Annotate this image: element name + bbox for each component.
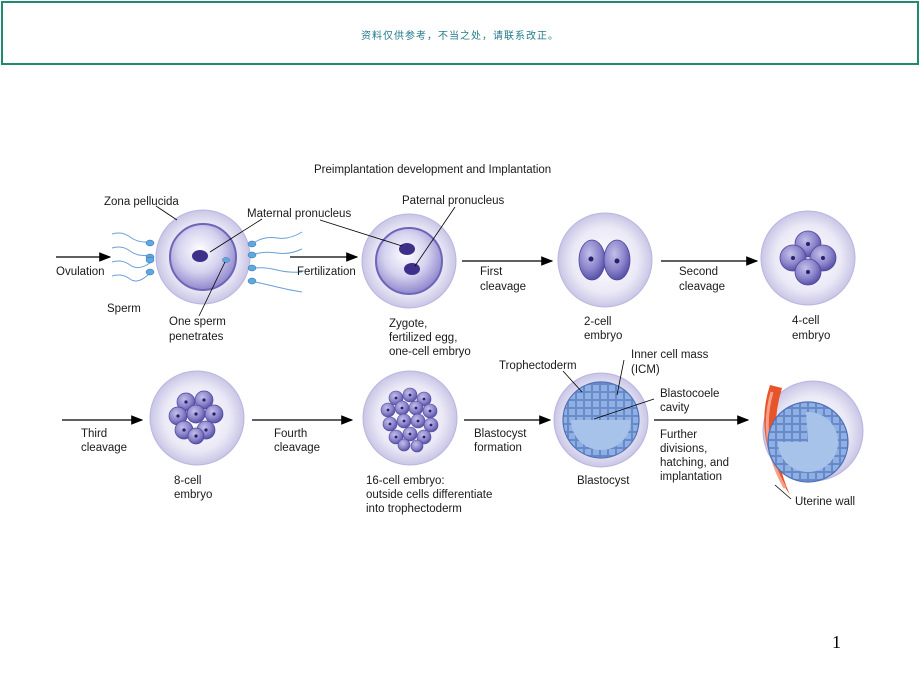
label-icm-2: (ICM)	[631, 364, 660, 376]
label-blastocoele-1: Blastocoele	[660, 388, 719, 400]
label-first-2: cleavage	[480, 281, 526, 293]
label-second-2: cleavage	[679, 281, 725, 293]
sperm-cells	[111, 231, 303, 293]
egg	[155, 209, 251, 305]
blastocyst	[553, 372, 649, 468]
label-icm-1: Inner cell mass	[631, 349, 709, 361]
label-further-4: implantation	[660, 471, 722, 483]
diagram-title: Preimplantation development and Implanta…	[314, 164, 551, 176]
label-4cell-1: 4-cell	[792, 315, 819, 327]
label-blastocyst: Blastocyst	[577, 475, 630, 487]
page-number: 1	[832, 632, 841, 652]
uterine-wall-pointer	[774, 484, 792, 500]
label-8cell-1: 8-cell	[174, 475, 201, 487]
label-blastform-2: formation	[474, 442, 522, 454]
label-16cell-3: into trophectoderm	[366, 503, 462, 515]
label-third-1: Third	[81, 428, 107, 440]
maternal-pronucleus-egg	[192, 250, 208, 262]
label-further-3: hatching, and	[660, 457, 729, 469]
paternal-pointer	[414, 206, 456, 267]
four-cell-embryo	[760, 210, 856, 306]
label-blastform-1: Blastocyst	[474, 428, 527, 440]
label-further-2: divisions,	[660, 443, 707, 455]
label-fourth-1: Fourth	[274, 428, 307, 440]
label-zygote-2: fertilized egg,	[389, 332, 457, 344]
zona-pointer	[155, 205, 178, 221]
label-8cell-2: embryo	[174, 489, 212, 501]
zygote	[361, 213, 457, 309]
sperm-heads	[145, 239, 257, 285]
two-cell-embryo	[557, 212, 653, 308]
label-zygote-1: Zygote,	[389, 318, 427, 330]
label-paternal: Paternal pronucleus	[402, 195, 505, 207]
header-banner: 资料仅供参考，不当之处，请联系改正。	[1, 1, 919, 65]
sixteen-cell-embryo	[362, 370, 458, 466]
blastocoele-pointer	[593, 398, 655, 420]
uterine-wall	[764, 385, 790, 495]
icm-pointer	[616, 359, 625, 396]
label-maternal: Maternal pronucleus	[247, 208, 351, 220]
label-4cell-2: embryo	[792, 330, 830, 342]
trophectoderm-pointer	[562, 370, 583, 393]
label-one-sperm-1: One sperm	[169, 316, 226, 328]
eight-cell-embryo	[149, 370, 245, 466]
label-uterine-wall: Uterine wall	[795, 496, 855, 508]
label-ovulation: Ovulation	[56, 266, 105, 278]
label-2cell-2: embryo	[584, 330, 622, 342]
label-one-sperm-2: penetrates	[169, 331, 224, 343]
maternal-pointer-egg	[209, 218, 263, 253]
label-zygote-3: one-cell embryo	[389, 346, 471, 358]
label-2cell-1: 2-cell	[584, 316, 611, 328]
label-second-1: Second	[679, 266, 718, 278]
label-sperm: Sperm	[107, 303, 141, 315]
maternal-pointer-zygote	[319, 219, 403, 247]
label-16cell-1: 16-cell embryo:	[366, 475, 445, 487]
label-further-1: Further	[660, 429, 697, 441]
label-first-1: First	[480, 266, 503, 278]
label-third-2: cleavage	[81, 442, 127, 454]
label-16cell-2: outside cells differentiate	[366, 489, 492, 501]
label-blastocoele-2: cavity	[660, 402, 690, 414]
label-fertilization: Fertilization	[297, 266, 356, 278]
one-sperm-pointer	[198, 261, 226, 317]
implanting-blastocyst	[762, 380, 864, 495]
label-trophectoderm: Trophectoderm	[499, 360, 577, 372]
label-fourth-2: cleavage	[274, 442, 320, 454]
banner-text: 资料仅供参考，不当之处，请联系改正。	[361, 31, 559, 42]
label-zona: Zona pellucida	[104, 196, 179, 208]
